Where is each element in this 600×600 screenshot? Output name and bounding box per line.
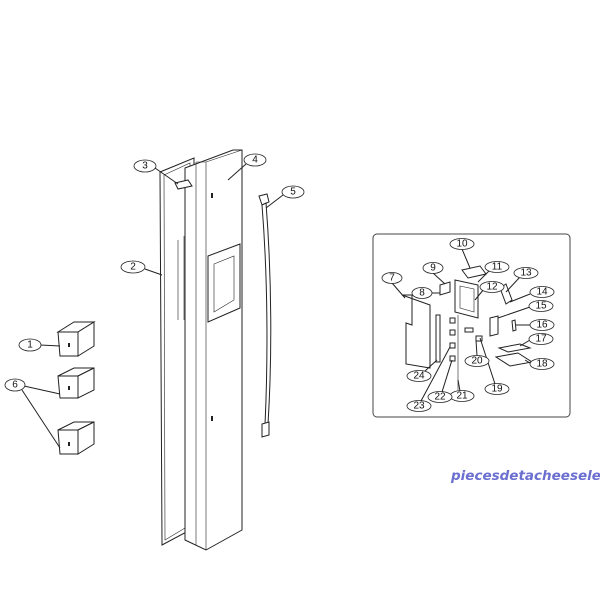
callout-label: 13 xyxy=(520,268,532,279)
callout-4: 4 xyxy=(243,153,267,167)
callout-label: 19 xyxy=(491,384,503,395)
callout-label: 8 xyxy=(419,288,425,299)
callout-12: 12 xyxy=(479,281,505,293)
callout-8: 8 xyxy=(411,287,433,299)
callout-label: 9 xyxy=(430,263,436,274)
callout-3: 3 xyxy=(133,159,157,173)
door-bins xyxy=(56,321,96,455)
callout-5: 5 xyxy=(281,185,305,199)
door-panel xyxy=(177,149,243,551)
door-handle xyxy=(258,193,272,438)
callout-16: 16 xyxy=(529,319,555,331)
callout-label: 15 xyxy=(535,301,547,312)
callout-label: 20 xyxy=(471,356,483,367)
callout-label: 24 xyxy=(413,371,425,382)
callout-label: 14 xyxy=(536,287,548,298)
callout-21: 21 xyxy=(449,390,475,402)
callout-1: 1 xyxy=(18,338,42,352)
callout-label: 6 xyxy=(12,380,18,391)
callout-24: 24 xyxy=(406,370,432,382)
callout-19: 19 xyxy=(484,383,510,395)
callout-label: 3 xyxy=(142,161,148,172)
callout-label: 17 xyxy=(535,334,547,345)
callout-label: 16 xyxy=(536,320,548,331)
callout-22: 22 xyxy=(427,391,453,403)
callout-9: 9 xyxy=(422,262,444,274)
dispenser-assembly xyxy=(401,265,534,390)
callout-11: 11 xyxy=(484,261,510,273)
watermark: piecesdetacheeselec.com xyxy=(450,468,600,484)
callout-14: 14 xyxy=(529,286,555,298)
callout-label: 23 xyxy=(413,401,425,412)
callout-label: 22 xyxy=(434,392,446,403)
callout-6: 6 xyxy=(4,378,26,392)
callout-label: 21 xyxy=(456,391,468,402)
dispenser-cover xyxy=(174,179,193,190)
callout-label: 10 xyxy=(456,239,468,250)
callout-15: 15 xyxy=(528,300,554,312)
leader-lines xyxy=(21,163,284,449)
callout-18: 18 xyxy=(529,358,555,370)
callout-label: 18 xyxy=(536,359,548,370)
callout-label: 1 xyxy=(27,340,33,351)
callout-23: 23 xyxy=(406,400,432,412)
callout-7: 7 xyxy=(381,272,403,284)
callout-2: 2 xyxy=(120,260,146,274)
inset-frame xyxy=(372,233,571,418)
callout-label: 4 xyxy=(252,155,258,166)
callout-label: 7 xyxy=(389,273,395,284)
callout-label: 2 xyxy=(130,262,136,273)
callout-label: 11 xyxy=(492,262,503,273)
callout-10: 10 xyxy=(449,238,475,250)
callout-label: 5 xyxy=(290,187,296,198)
callout-label: 12 xyxy=(486,282,498,293)
callout-13: 13 xyxy=(513,267,539,279)
callout-20: 20 xyxy=(464,355,490,367)
callout-17: 17 xyxy=(528,333,554,345)
